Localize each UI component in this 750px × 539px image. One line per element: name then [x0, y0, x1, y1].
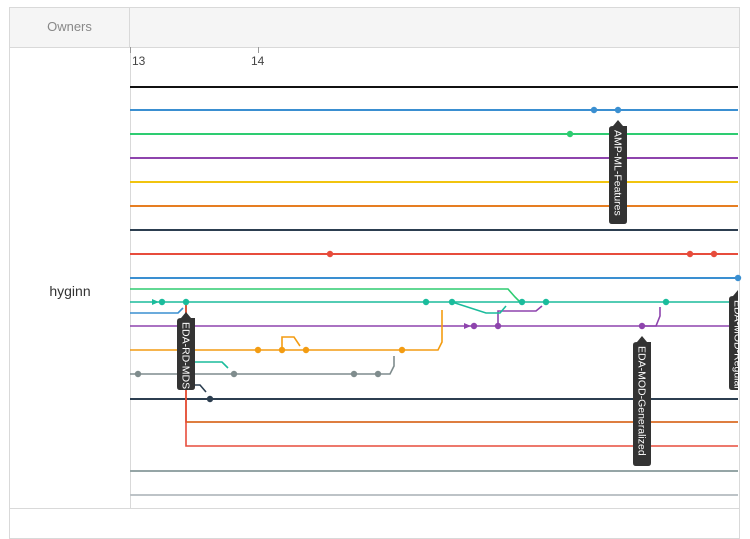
commit-dot [398, 346, 406, 354]
merge-connector [130, 356, 395, 375]
merge-connector [130, 310, 443, 351]
commit-dot [590, 106, 598, 114]
commit-dot [542, 298, 550, 306]
arrow-icon [152, 299, 159, 305]
commit-dot [710, 250, 718, 258]
commit-dot [254, 346, 262, 354]
tick-label-13: 13 [132, 54, 146, 68]
branch-tag-eda_edge: EDA-MOD-Regular [729, 290, 744, 390]
commit-dot [158, 298, 166, 306]
commit-dot [494, 322, 502, 330]
merge-connector [185, 302, 738, 423]
tag-background [609, 120, 627, 224]
tag-label: EDA-RD-MDS [180, 322, 192, 389]
tag-background [177, 312, 195, 390]
commit-dot [230, 370, 238, 378]
tag-label: EDA-MOD-Regular [732, 300, 744, 390]
commit-dot [566, 130, 574, 138]
merge-connector [451, 301, 507, 314]
commit-dot [350, 370, 358, 378]
branch-tag-eda_rd: EDA-RD-MDS [177, 312, 195, 390]
merge-connector [281, 336, 301, 350]
commit-dot [374, 370, 382, 378]
commit-dot [326, 250, 334, 258]
commit-dot [278, 346, 286, 354]
tag-background [633, 336, 651, 466]
table-header: Owners [10, 8, 739, 48]
tick-mark-14 [258, 47, 259, 53]
commit-dot [686, 250, 694, 258]
branch-tag-eda_mod: EDA-MOD-Generalized [633, 336, 651, 466]
row-divider [10, 508, 739, 509]
tick-mark-13 [130, 47, 131, 53]
commit-dot [302, 346, 310, 354]
merge-connector [642, 307, 661, 327]
commit-dot [662, 298, 670, 306]
commit-dot [614, 106, 622, 114]
tick-label-14: 14 [251, 54, 265, 68]
commit-dot [448, 298, 456, 306]
owners-column-header[interactable]: Owners [10, 8, 130, 47]
branch-tag-amp: AMP-ML-Features [609, 120, 627, 224]
commit-dot [470, 322, 478, 330]
tag-background [729, 290, 738, 390]
merge-connector [130, 288, 521, 303]
commit-dot [206, 395, 214, 403]
merge-connector [497, 305, 543, 326]
owner-name: hyginn [49, 283, 91, 299]
tag-label: EDA-MOD-Generalized [636, 346, 648, 456]
commit-dot [134, 370, 142, 378]
arrow-icon [464, 323, 471, 329]
owners-timeline-panel: Owners hyginn 13 14 [9, 7, 740, 539]
commit-dot [638, 322, 646, 330]
commit-dot [422, 298, 430, 306]
commit-dot [518, 298, 526, 306]
merge-connector [130, 307, 184, 314]
commit-dot [182, 298, 190, 306]
commit-dot [734, 274, 742, 282]
tag-label: AMP-ML-Features [612, 130, 624, 216]
